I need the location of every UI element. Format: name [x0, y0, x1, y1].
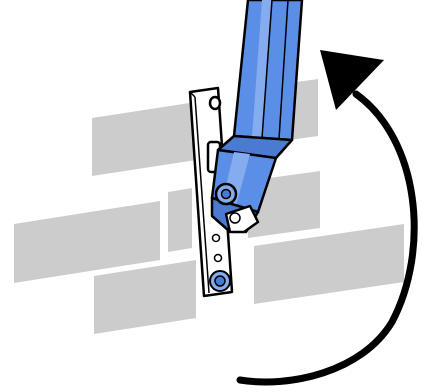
- arm-edge: [261, 0, 273, 139]
- brick: [254, 224, 404, 304]
- bracket-lower-hole: [211, 233, 221, 243]
- brick: [168, 188, 192, 252]
- arm-edge: [278, 0, 289, 140]
- bracket-edge: [189, 91, 196, 98]
- brick: [94, 260, 196, 334]
- bracket-top-hole: [208, 95, 222, 111]
- lower-pin: [229, 212, 241, 224]
- rotation-arrow: [236, 50, 418, 386]
- bolt-icon: [209, 270, 231, 292]
- bracket-edge: [194, 96, 210, 294]
- brick: [92, 102, 196, 176]
- brick: [14, 201, 160, 283]
- bolt-center: [214, 275, 226, 287]
- pivot-pin-center: [220, 188, 232, 200]
- rotation-arrow-curve: [236, 90, 418, 386]
- bracket-lower-hole: [213, 253, 223, 263]
- arrow-head-icon: [320, 50, 384, 110]
- bracket-plate: [188, 86, 234, 298]
- arm-tube-highlight: [252, 0, 272, 138]
- wall-bracket: [188, 86, 234, 298]
- swing-arm: [210, 0, 304, 234]
